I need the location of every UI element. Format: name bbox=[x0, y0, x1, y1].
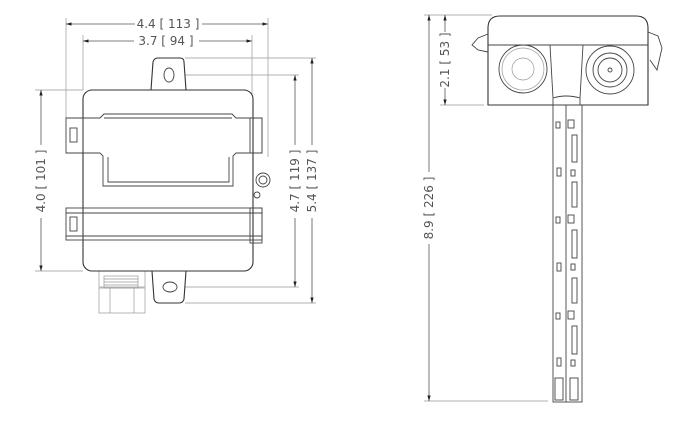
dimension-label: 5.4 [ 137 ] bbox=[305, 150, 319, 213]
dimension-housing-height: 2.1 [ 53 ] bbox=[438, 15, 452, 105]
right-port bbox=[585, 45, 635, 95]
dimension-label: 4.4 [ 113 ] bbox=[137, 17, 200, 31]
lower-strap bbox=[65, 207, 263, 244]
dimension-height-mount-holes: 4.7 [ 119 ] bbox=[288, 75, 302, 287]
upper-strap bbox=[65, 113, 263, 187]
mount-slot bbox=[162, 281, 178, 293]
dimension-label: 8.9 [ 226 ] bbox=[422, 177, 436, 240]
dimension-label: 4.7 [ 119 ] bbox=[288, 150, 302, 213]
screw-small bbox=[253, 191, 261, 199]
bottom-mount-tab bbox=[151, 270, 187, 304]
dimension-label: 3.7 [ 94 ] bbox=[138, 34, 193, 48]
screw-head bbox=[258, 175, 268, 185]
dimension-label: 2.1 [ 53 ] bbox=[438, 32, 452, 87]
right-port-ring bbox=[592, 52, 628, 88]
dimension-label: 4.0 [ 101 ] bbox=[34, 150, 48, 213]
dimension-height-overall: 5.4 [ 137 ] bbox=[305, 58, 319, 303]
enclosure-body bbox=[82, 89, 254, 272]
left-port-rim bbox=[501, 47, 545, 91]
dimension-height-body: 4.0 [ 101 ] bbox=[34, 90, 48, 271]
screw bbox=[255, 172, 271, 188]
right-port-ring bbox=[597, 57, 623, 83]
dimension-width-overall: 4.4 [ 113 ] bbox=[66, 17, 268, 31]
dimension-overall-length: 8.9 [ 226 ] bbox=[422, 15, 436, 401]
front-view: 4.4 [ 113 ] 3.7 [ 94 ] 4.0 [ 101 ] 4.7 [… bbox=[34, 17, 319, 314]
extension-lines bbox=[35, 18, 316, 304]
housing bbox=[487, 15, 649, 106]
housing-neck bbox=[549, 44, 584, 105]
left-port-inner bbox=[511, 57, 535, 81]
right-clip bbox=[647, 31, 663, 72]
mount-slot bbox=[163, 67, 175, 83]
dimension-width-body: 3.7 [ 94 ] bbox=[83, 34, 252, 48]
cable-gland bbox=[98, 270, 146, 314]
top-mount-tab bbox=[150, 57, 187, 91]
left-clip bbox=[471, 33, 489, 53]
left-port bbox=[498, 44, 548, 94]
probe bbox=[552, 104, 583, 403]
right-port-center bbox=[607, 67, 613, 73]
side-view: 8.9 [ 226 ] 2.1 [ 53 ] bbox=[422, 14, 663, 403]
